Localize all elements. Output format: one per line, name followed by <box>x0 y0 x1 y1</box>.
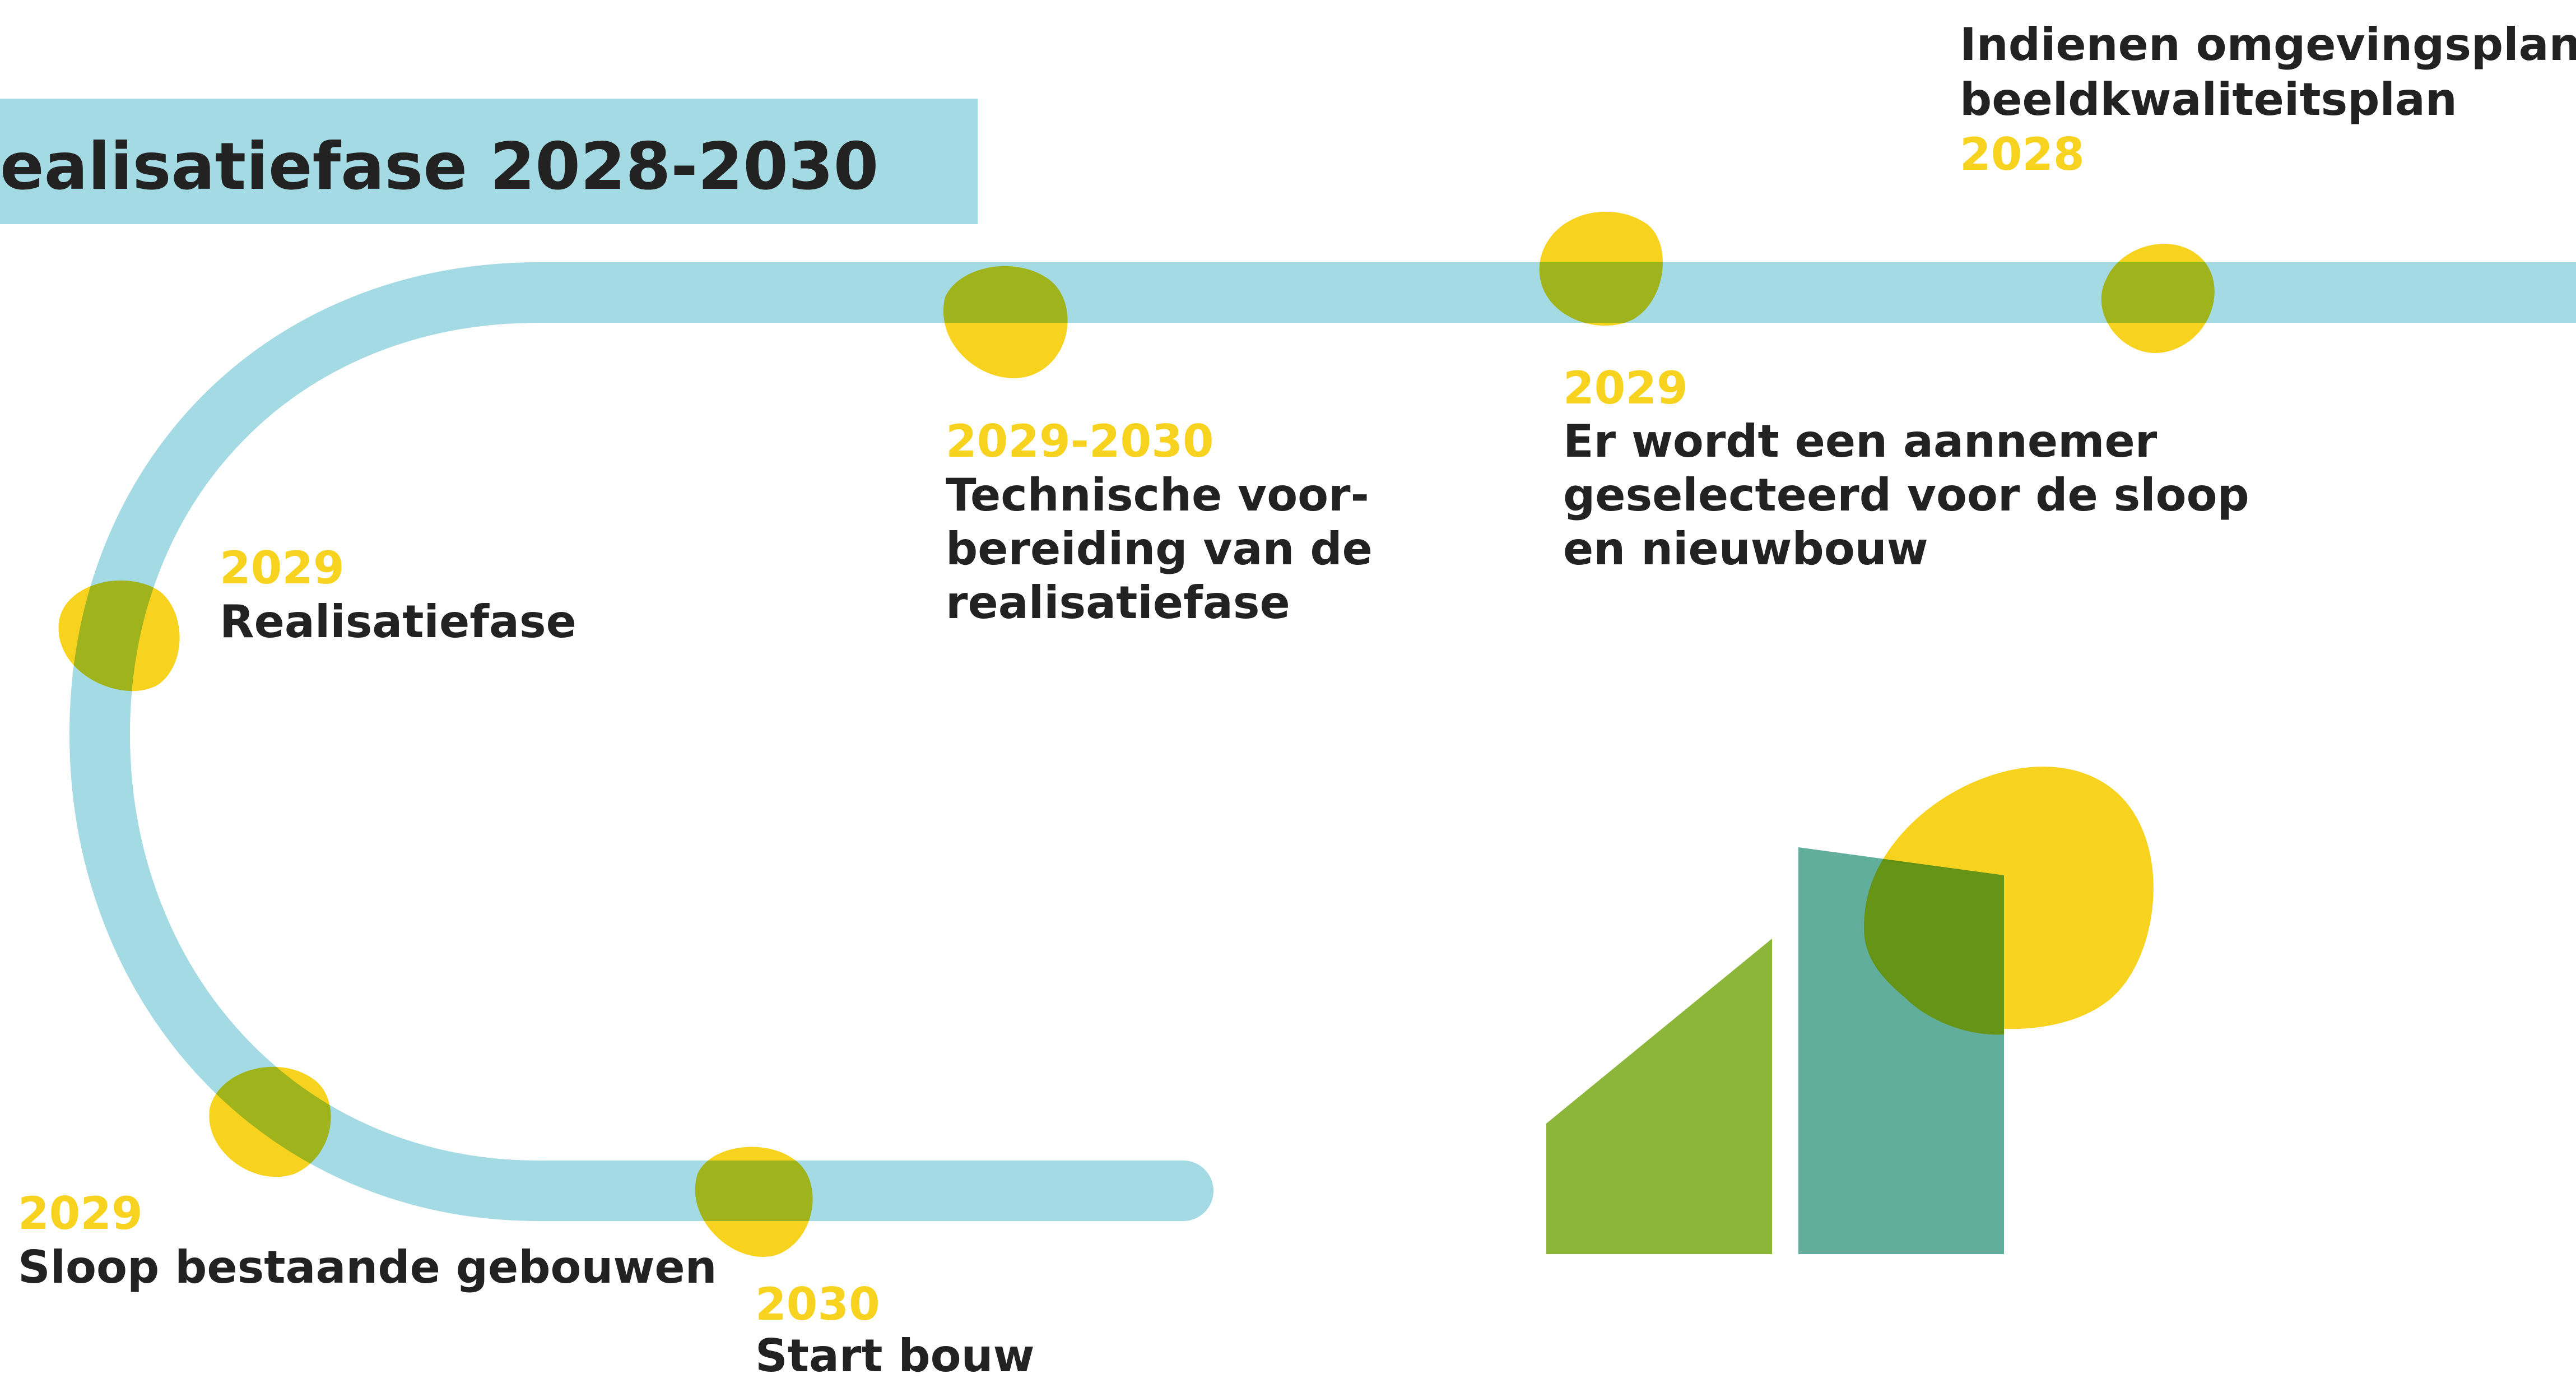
building-left <box>1546 939 1772 1254</box>
yellow-blob-icon <box>2101 244 2215 353</box>
buildings-icon <box>1546 767 2154 1254</box>
milestone-description-line: realisatiefase <box>946 577 1290 629</box>
milestone-description-line: beeldkwaliteitsplan <box>1960 73 2457 126</box>
milestone-description-line: en nieuwbouw <box>1563 523 1928 575</box>
milestone-year: 2029 <box>18 1187 143 1240</box>
yellow-blob-icon <box>943 266 1068 378</box>
milestone-year: 2029 <box>220 542 345 594</box>
yellow-blob-icon <box>209 1066 331 1177</box>
milestone-description-line: bereiding van de <box>946 523 1373 575</box>
yellow-blob-icon <box>58 580 180 692</box>
milestone-description-line: Technische voor- <box>946 469 1369 521</box>
yellow-blob-icon <box>695 1147 813 1257</box>
milestone-description-line: Sloop bestaande gebouwen <box>18 1241 717 1293</box>
milestone-markers <box>58 211 2215 1257</box>
milestone-description-line: Er wordt een aannemer <box>1563 415 2157 467</box>
milestone-year: 2028 <box>1960 128 2085 180</box>
yellow-blob-icon <box>1539 211 1663 326</box>
milestone-description-line: Start bouw <box>755 1330 1035 1382</box>
milestone-description-line: Indienen omgevingsplan en <box>1960 18 2576 71</box>
title-band <box>0 99 978 224</box>
milestone-year: 2029 <box>1563 362 1688 414</box>
milestone-year: 2029-2030 <box>946 415 1214 467</box>
milestone-description-line: geselecteerd voor de sloop <box>1563 469 2249 521</box>
milestone-year: 2030 <box>755 1278 880 1330</box>
tree-building-overlap <box>1864 861 2004 1035</box>
timeline-track <box>69 262 2576 1221</box>
milestone-description-line: Realisatiefase <box>220 596 576 648</box>
page-title: ealisatiefase 2028-2030 <box>0 129 879 205</box>
